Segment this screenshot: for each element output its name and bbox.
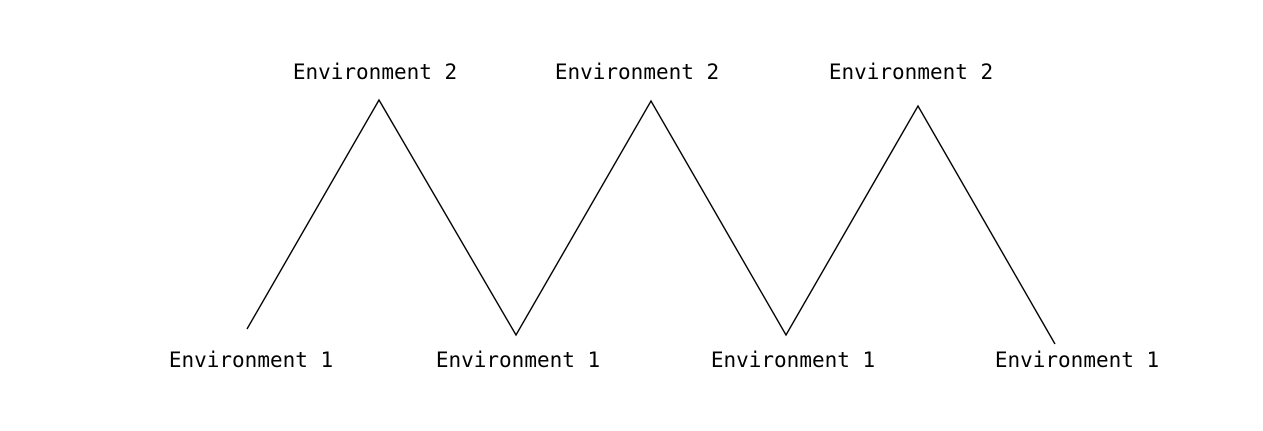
bottom-label-4: Environment 1 [995,348,1159,372]
top-label-1: Environment 2 [293,60,457,84]
top-label-3: Environment 2 [829,60,993,84]
bottom-label-1: Environment 1 [169,348,333,372]
zigzag-path [246,98,1056,345]
bottom-label-2: Environment 1 [436,348,600,372]
bottom-label-3: Environment 1 [711,348,875,372]
top-label-2: Environment 2 [555,60,719,84]
